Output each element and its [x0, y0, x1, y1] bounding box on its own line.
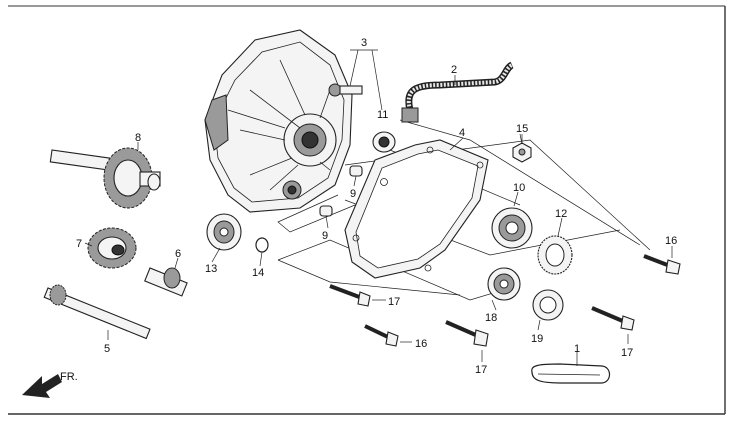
callout-14: 14 [252, 267, 264, 279]
callout-17-upper: 17 [388, 296, 400, 308]
washer-14 [255, 237, 269, 253]
bolt-17-right [591, 306, 635, 331]
callout-10: 10 [513, 182, 525, 194]
callout-13: 13 [205, 263, 217, 275]
bolt-17-middle [445, 320, 489, 347]
callout-3: 3 [361, 37, 367, 49]
callout-9-lower: 9 [322, 230, 328, 242]
bolt-16-lower [364, 324, 399, 347]
dowel-pin-lower [319, 205, 333, 217]
callout-18: 18 [485, 312, 497, 324]
callout-11: 11 [377, 109, 388, 121]
callout-15: 15 [516, 123, 528, 135]
breather-tube [401, 61, 514, 123]
transmission-case [204, 29, 363, 213]
bearing-10 [491, 207, 533, 249]
bearing-11 [372, 131, 396, 153]
callout-1: 1 [574, 343, 580, 355]
bearing-13 [206, 213, 242, 251]
callout-5: 5 [104, 343, 110, 355]
front-direction-arrow: FR. [22, 371, 78, 398]
callout-8: 8 [135, 132, 141, 144]
callout-17-right: 17 [621, 347, 633, 359]
callout-4: 4 [459, 127, 465, 139]
direction-label: FR. [60, 371, 78, 383]
callout-12: 12 [555, 208, 567, 220]
drive-belt-1 [531, 363, 611, 384]
callout-7: 7 [76, 238, 82, 250]
callout-9-upper: 9 [350, 188, 356, 200]
bearing-18 [487, 267, 521, 301]
case-gasket [344, 139, 489, 279]
callout-16-lower: 16 [415, 338, 427, 350]
callout-leader-lines [84, 49, 673, 366]
final-shaft-5 [43, 284, 151, 340]
counter-shaft-6 [144, 267, 188, 297]
callout-19: 19 [531, 333, 543, 345]
needle-bearing-12 [537, 235, 573, 275]
callout-2: 2 [451, 64, 457, 76]
callout-16-right: 16 [665, 235, 677, 247]
drive-shaft-8 [49, 147, 161, 209]
callout-6: 6 [175, 248, 181, 260]
callout-17-middle: 17 [475, 364, 487, 376]
bearing-19 [532, 289, 564, 321]
drain-bolt-15 [512, 142, 532, 163]
bolt-16-right [643, 254, 681, 275]
dowel-pin-upper [349, 165, 363, 177]
bolt-17-upper [329, 284, 371, 307]
gear-7 [87, 227, 137, 269]
